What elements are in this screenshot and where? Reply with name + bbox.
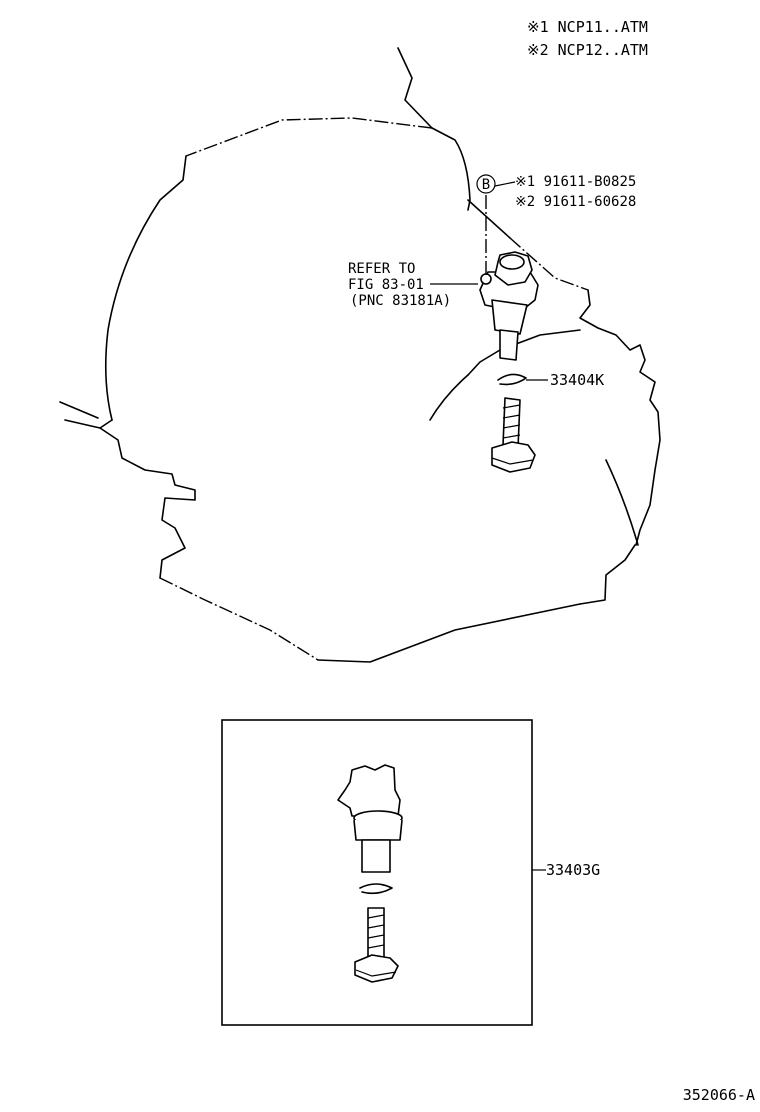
assembly-inset-box bbox=[221, 719, 533, 1026]
o-ring-part: 33404K bbox=[550, 371, 604, 389]
inset-driven-gear bbox=[354, 907, 399, 983]
assembly-part: 33403G bbox=[546, 861, 600, 879]
bolt-marker-circle bbox=[476, 174, 496, 194]
transmission-housing-outline bbox=[59, 47, 661, 663]
refer-line-3: (PNC 83181A) bbox=[350, 293, 451, 309]
legend-note-2: ※2 NCP12..ATM bbox=[527, 41, 648, 59]
refer-line-2: FIG 83-01 bbox=[348, 277, 424, 293]
driven-gear bbox=[491, 397, 536, 473]
bolt-part-1: ※1 91611-B0825 bbox=[515, 174, 636, 190]
inset-sensor bbox=[337, 764, 403, 873]
bolt-part-2: ※2 91611-60628 bbox=[515, 194, 636, 210]
bolt-leader bbox=[494, 181, 516, 187]
refer-line-1: REFER TO bbox=[348, 261, 415, 277]
inset-o-ring bbox=[359, 883, 393, 895]
diagram-id: 352066-A bbox=[683, 1086, 755, 1104]
legend-note-1: ※1 NCP11..ATM bbox=[527, 18, 648, 36]
speed-sensor bbox=[479, 251, 539, 361]
o-ring bbox=[497, 373, 527, 386]
bolt-marker-label: B bbox=[482, 177, 490, 193]
